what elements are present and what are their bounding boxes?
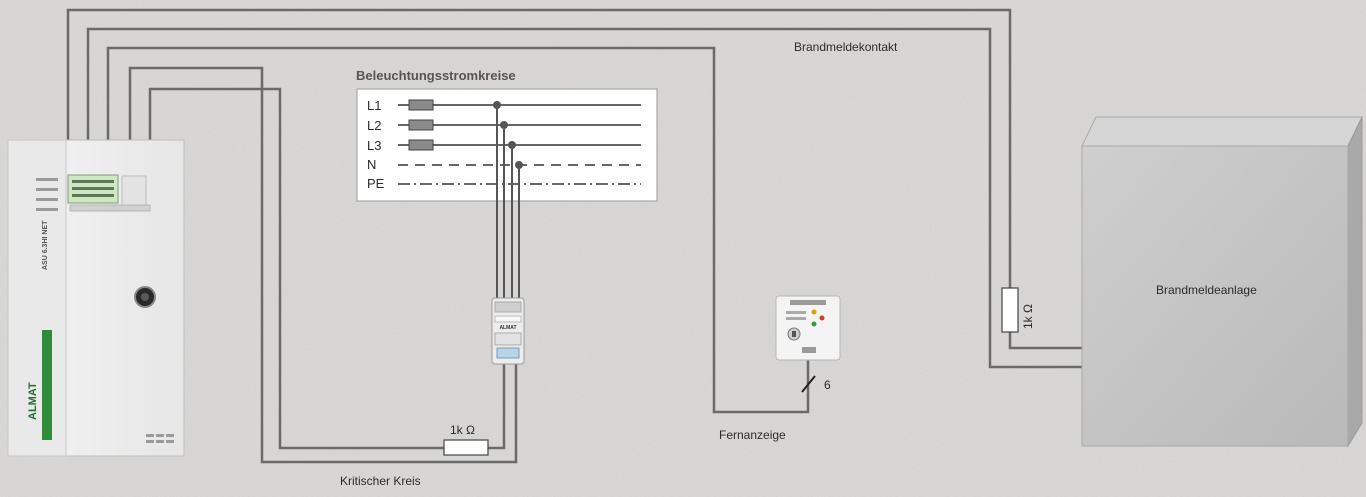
led-indicators [36, 178, 58, 211]
din-module: ALMAT [491, 297, 525, 365]
cabinet-model-text: ASU 6.3HI NET [42, 220, 49, 270]
control-cabinet: ASU 6.3HI NET ALMAT [7, 139, 185, 457]
conductor-l1-label: L1 [367, 98, 382, 113]
lighting-circuits-title: Beleuchtungsstromkreise [356, 68, 516, 83]
conductor-n-label: N [367, 157, 377, 172]
fuse-l2 [408, 119, 434, 131]
resistor-critical [443, 439, 489, 456]
wire-count-slash [801, 375, 816, 393]
display-rows [72, 180, 114, 197]
fire-system-label: Brandmeldeanlage [1156, 283, 1257, 297]
module-feed-wires [496, 105, 520, 300]
fuse-l3 [408, 139, 434, 151]
brand-stripe [42, 330, 52, 440]
fuse-l1 [408, 99, 434, 111]
vent-grid [146, 434, 174, 443]
wire-count-label: 6 [824, 378, 831, 392]
fire-alarm-system-box [1081, 116, 1363, 448]
module-brand: ALMAT [499, 325, 516, 331]
cabinet-keypad [121, 175, 147, 207]
cabinet-brand: ALMAT [27, 382, 39, 420]
critical-circuit-label: Kritischer Kreis [340, 474, 421, 488]
conductor-l2-label: L2 [367, 118, 382, 133]
remote-display-label: Fernanzeige [719, 428, 786, 442]
resistor-critical-label: 1k Ω [450, 423, 475, 437]
conductor-pe-label: PE [367, 176, 385, 191]
resistor-fire-label: 1k Ω [1021, 304, 1035, 329]
lighting-circuits-panel [356, 88, 658, 202]
fire-contact-label: Brandmeldekontakt [794, 40, 898, 54]
remote-display-device [775, 295, 841, 393]
resistor-fire-system [1001, 287, 1019, 333]
conductor-l3-label: L3 [367, 138, 382, 153]
